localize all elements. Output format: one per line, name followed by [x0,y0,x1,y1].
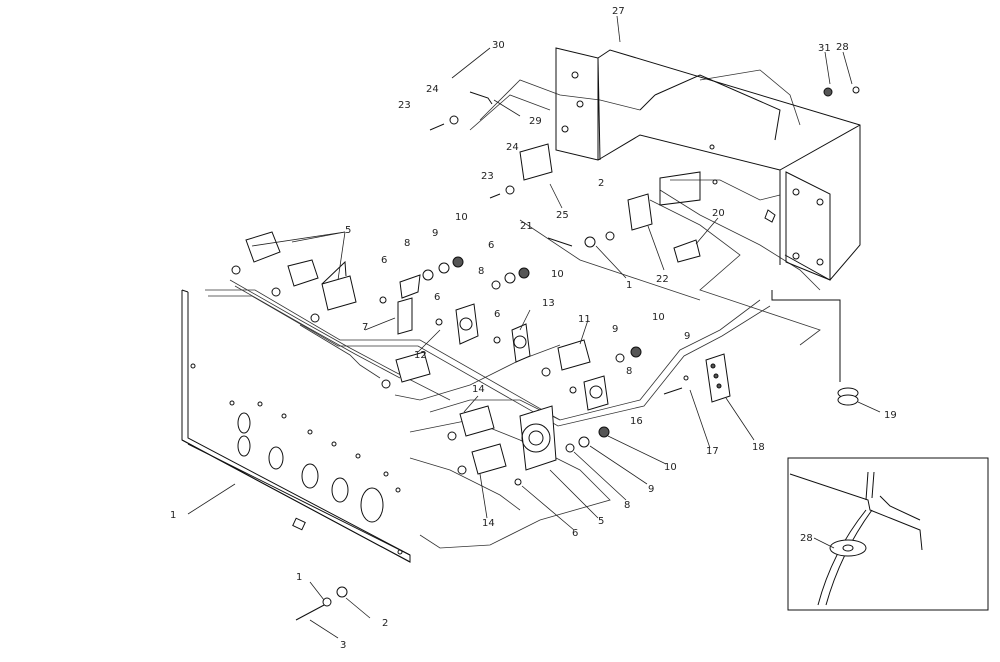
callout-16: 16 [630,416,643,427]
callout-24: 24 [506,142,519,153]
callout-9: 9 [684,331,690,342]
callout-2: 2 [382,618,388,629]
callout-5: 5 [345,225,351,236]
callout-10: 10 [652,312,665,323]
callout-10: 10 [455,212,468,223]
callout-14: 14 [472,384,485,395]
callout-14: 14 [482,518,495,529]
front-panel [181,289,411,563]
detail-inset [787,457,989,611]
rear-enclosure [555,47,861,382]
callout-21: 21 [520,221,533,232]
callout-31: 31 [818,43,831,54]
callout-28: 28 [836,42,849,53]
callout-6: 6 [381,255,387,266]
callout-6: 6 [572,528,578,539]
callout-17: 17 [706,446,719,457]
leader-lines [187,15,881,639]
callout-1: 1 [170,510,176,521]
callout-9: 9 [648,484,654,495]
callout-24: 24 [426,84,439,95]
callout-23: 23 [398,100,411,111]
callout-7: 7 [362,322,368,333]
callout-8: 8 [404,238,410,249]
callout-28: 28 [800,533,813,544]
callout-9: 9 [432,228,438,239]
callout-8: 8 [626,366,632,377]
callout-3: 3 [340,640,346,651]
callout-12: 12 [414,350,427,361]
callout-27: 27 [612,6,625,17]
callout-8: 8 [478,266,484,277]
callout-30: 30 [492,40,505,51]
callout-1: 1 [296,572,302,583]
callout-13: 13 [542,298,555,309]
callout-10: 10 [551,269,564,280]
callout-8: 8 [624,500,630,511]
callout-6: 6 [488,240,494,251]
callout-9: 9 [612,324,618,335]
callout-29: 29 [529,116,542,127]
callout-18: 18 [752,442,765,453]
callout-6: 6 [494,309,500,320]
callout-5: 5 [598,516,604,527]
callout-2: 2 [598,178,604,189]
callout-25: 25 [556,210,569,221]
callout-labels: 27 31 28 30 24 23 29 24 23 25 2 20 21 22… [170,6,897,651]
callout-10: 10 [664,462,677,473]
callout-20: 20 [712,208,725,219]
callout-19: 19 [884,410,897,421]
components [231,86,860,621]
callout-22: 22 [656,274,669,285]
callout-1: 1 [626,280,632,291]
callout-6: 6 [434,292,440,303]
callout-11: 11 [578,314,591,325]
callout-23: 23 [481,171,494,182]
